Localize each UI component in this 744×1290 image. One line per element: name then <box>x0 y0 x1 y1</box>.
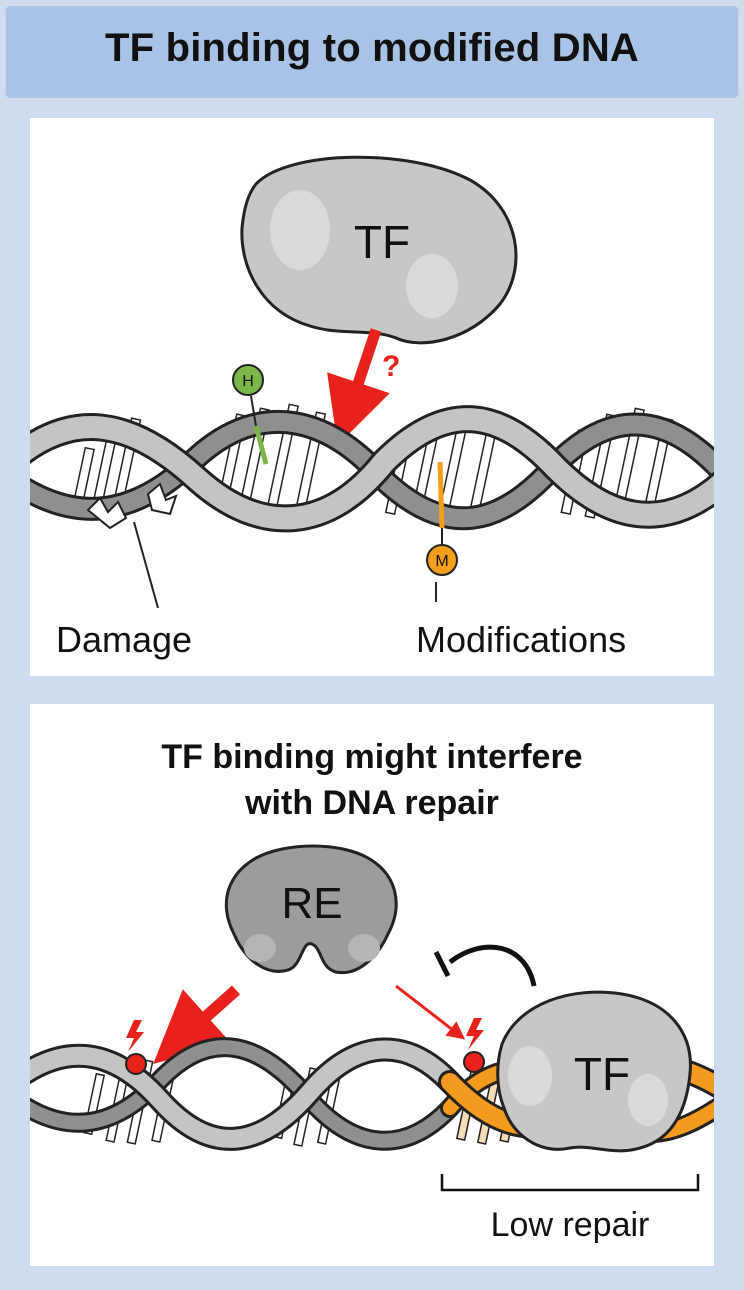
tf-bound-protein: TF <box>496 990 692 1153</box>
lightning-icon <box>126 1020 144 1052</box>
low-repair-label: Low repair <box>491 1206 650 1244</box>
histone-modified-base <box>253 425 269 465</box>
tf-protein: TF <box>240 155 518 345</box>
tf-bound-label: TF <box>574 1048 630 1100</box>
re-repair-enzyme: RE <box>224 844 398 975</box>
panel2-diagram: TF binding might interfere with DNA repa… <box>0 738 744 1244</box>
dna-helix <box>0 403 744 533</box>
svg-text:H: H <box>242 373 254 390</box>
repair-arrow-strong <box>153 985 240 1064</box>
low-repair-bracket <box>440 1174 700 1192</box>
figure-title: TF binding to modified DNA <box>105 26 639 70</box>
panel-dna-repair-interference: TF binding might interfere with DNA repa… <box>0 704 744 1266</box>
methyl-modified-base <box>437 461 445 529</box>
lightning-icon <box>466 1018 484 1050</box>
question-mark: ? <box>382 350 400 383</box>
panel2-subtitle-line1: TF binding might interfere <box>161 738 582 776</box>
damage-pointer <box>133 521 159 609</box>
svg-text:M: M <box>435 553 448 570</box>
panel1-diagram: TF ? <box>0 155 744 660</box>
panel-tf-binding-modified-dna: TF ? <box>0 118 744 676</box>
damage-site-left <box>125 1020 147 1075</box>
modifications-label: Modifications <box>416 619 626 660</box>
inhibition-arc <box>448 944 537 987</box>
repair-arrow-weak <box>395 984 466 1040</box>
damage-site-right <box>463 1018 485 1073</box>
methyl-badge: M <box>426 544 458 576</box>
panel2-subtitle-line2: with DNA repair <box>244 784 499 822</box>
re-label: RE <box>281 879 342 928</box>
tf-label: TF <box>354 216 410 268</box>
damage-label: Damage <box>56 619 192 660</box>
dna-helix-repair <box>0 1037 744 1151</box>
header-bar: TF binding to modified DNA <box>6 6 738 98</box>
binding-arrow <box>327 328 390 446</box>
histone-badge: H <box>232 364 264 396</box>
